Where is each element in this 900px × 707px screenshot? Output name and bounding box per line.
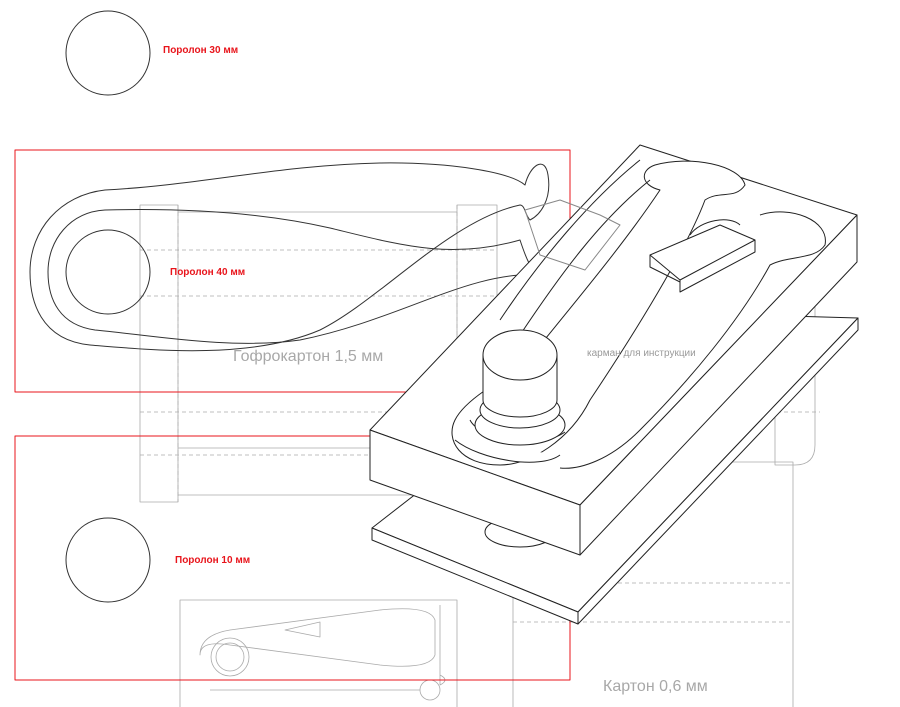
label-foam-40: Поролон 40 мм: [170, 267, 246, 278]
foam-30-disc: [65, 10, 151, 96]
foam-10-disc: [65, 517, 151, 603]
label-corrugated: Гофрокартон 1,5 мм: [233, 348, 384, 365]
label-foam-30: Поролон 30 мм: [163, 45, 239, 56]
label-cardboard: Картон 0,6 мм: [603, 678, 708, 695]
handle-cutout: [29, 162, 550, 352]
label-foam-10: Поролон 10 мм: [175, 555, 251, 566]
label-instruction-pocket: карман для инструкции: [587, 348, 696, 359]
isometric-assembly: [369, 144, 859, 625]
